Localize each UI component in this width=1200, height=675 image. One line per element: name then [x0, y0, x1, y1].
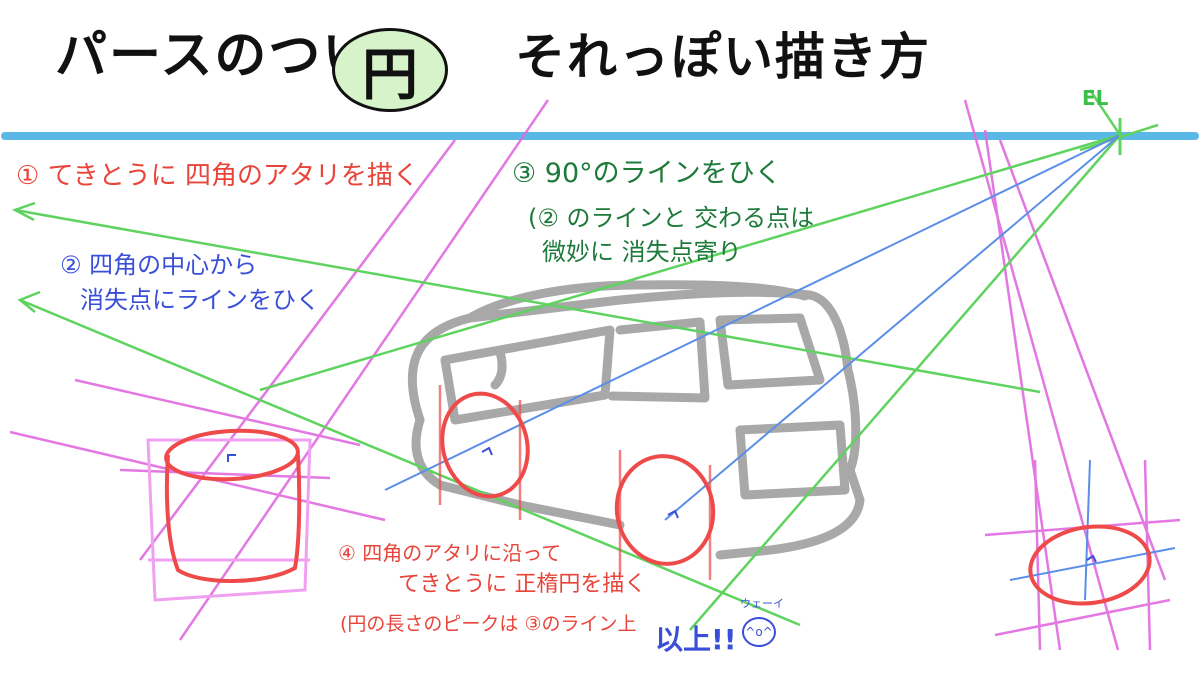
red-ellipses	[164, 391, 1152, 606]
cylinder-box	[146, 438, 312, 602]
smiley-face-icon: ^o^	[742, 617, 776, 647]
step4-text-line1: ④ 四角のアタリに沿って	[338, 541, 562, 565]
right-angle-markers	[227, 446, 1097, 563]
red-wheel-box-lines	[438, 385, 712, 580]
step3-note-line2: 微妙に 消失点寄り	[542, 238, 742, 266]
blue-guide-lines	[384, 134, 1176, 601]
ending-text: 以上!!	[655, 623, 737, 656]
step2-text-line1: ② 四角の中心から	[60, 251, 258, 279]
title-sub: それっぽい描き方	[515, 28, 931, 86]
car-sketch	[407, 280, 865, 560]
badge-text: 円	[362, 42, 418, 108]
circle-badge: 円	[332, 28, 448, 112]
step2-text-line2: 消失点にラインをひく	[80, 286, 320, 314]
step1-text: ① てきとうに 四角のアタリを描く	[16, 161, 420, 191]
horizon-label: EL	[1082, 86, 1109, 110]
ending-small-text: ウェーイ	[740, 597, 784, 610]
face-text: ^o^	[745, 625, 773, 639]
step4-text-line2: てきとうに 正楕円を描く	[398, 572, 647, 597]
step3-text: ③ 90°のラインをひく	[512, 158, 782, 189]
step4-note: (円の長さのピークは ③のライン上	[340, 613, 637, 635]
green-guide-lines	[11, 89, 1159, 631]
step3-note-line1: (② のラインと 交わる点は	[528, 204, 815, 232]
